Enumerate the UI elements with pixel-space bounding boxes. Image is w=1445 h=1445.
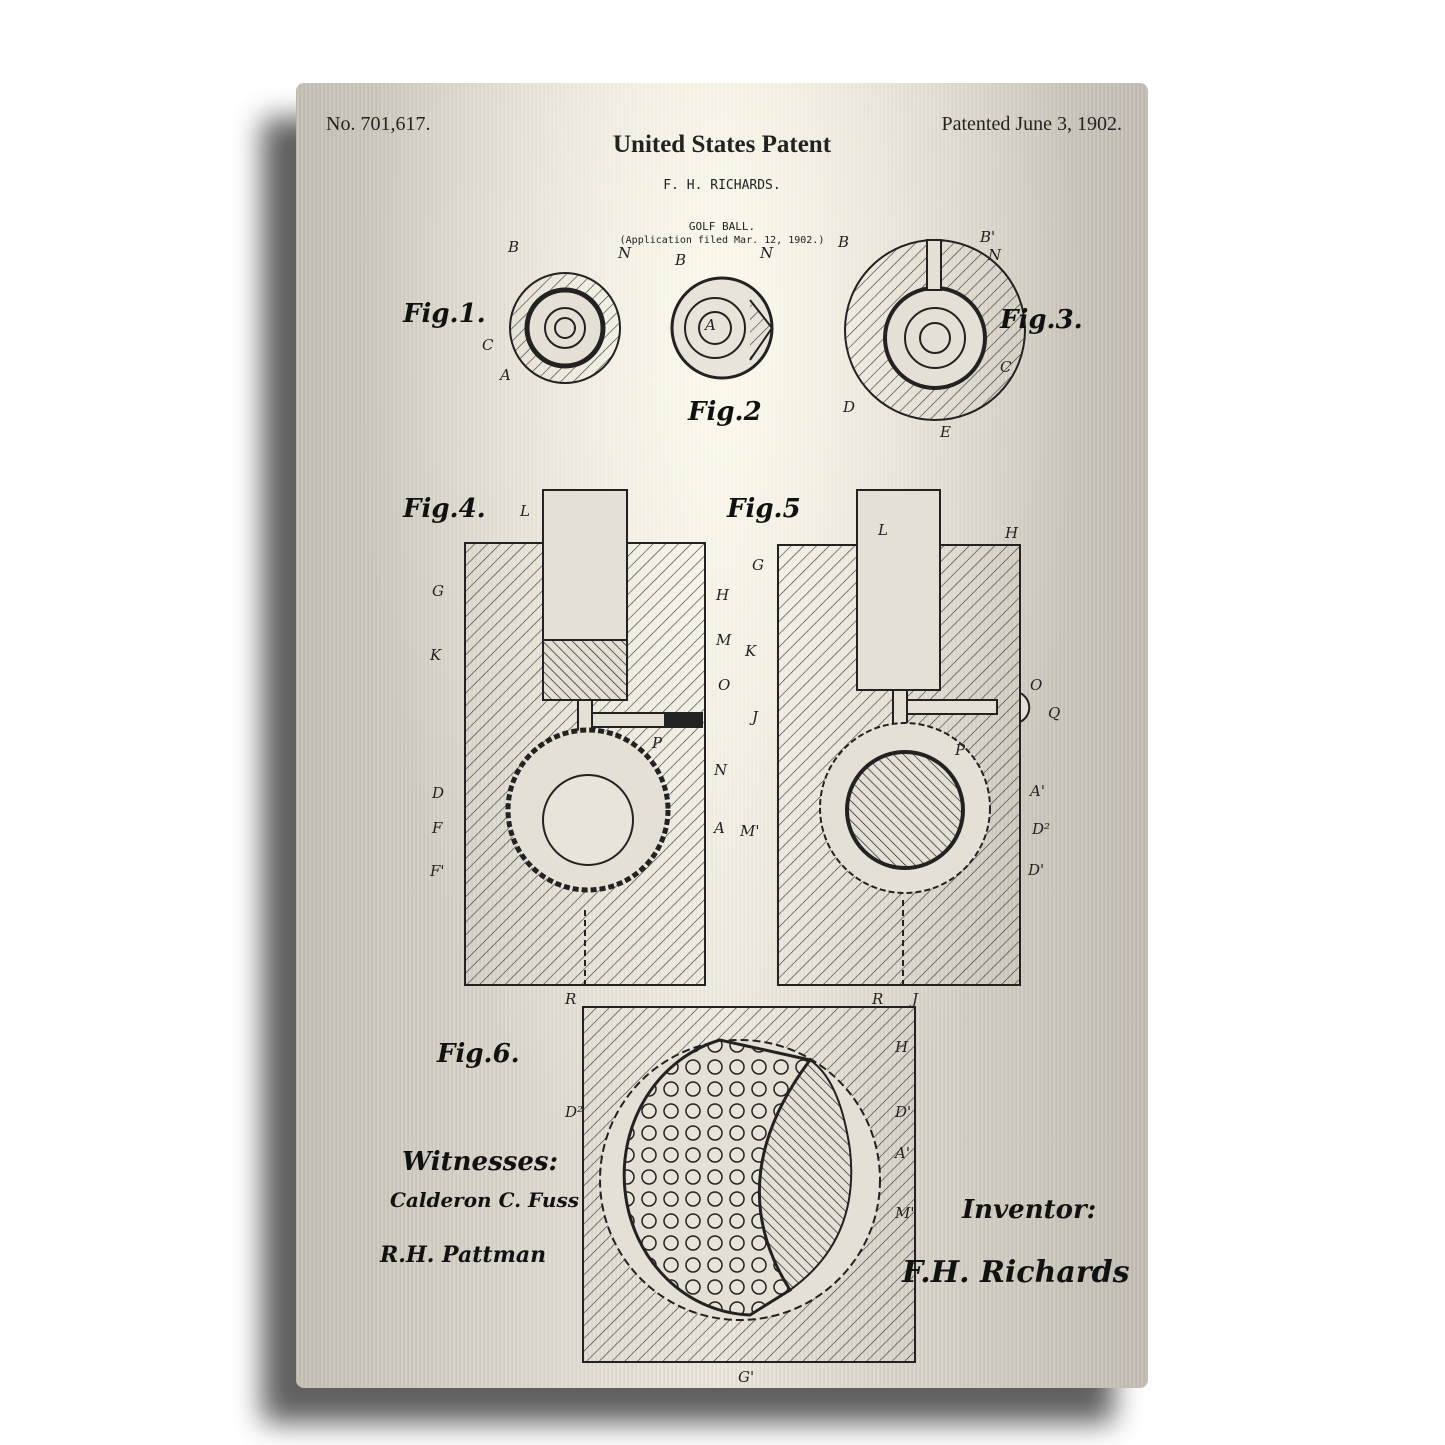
- witnesses-label: Witnesses:: [402, 1147, 558, 1177]
- ref-letter: A: [703, 316, 716, 334]
- figure-3-drawing: [844, 239, 1026, 421]
- figure-1-drawing: [509, 272, 621, 384]
- ref-letter: B': [979, 228, 995, 246]
- figure-1-label: Fig.1.: [402, 299, 486, 329]
- inventor-label: Inventor:: [961, 1195, 1096, 1225]
- ref-letter: R: [871, 990, 883, 1008]
- patent-date: Patented June 3, 1902.: [941, 113, 1122, 135]
- ref-letter: N: [713, 761, 728, 779]
- ref-letter: B: [507, 238, 519, 256]
- ref-letter: C: [482, 336, 494, 354]
- ref-letter: G: [432, 582, 444, 600]
- witness-2-signature: R.H. Pattman: [379, 1242, 546, 1268]
- ref-letter: A: [712, 819, 725, 837]
- ref-letter: A: [498, 366, 511, 384]
- invention-name: GOLF BALL.: [688, 220, 756, 233]
- ref-letter: N: [617, 244, 632, 262]
- inventor-name: F. H. RICHARDS.: [663, 178, 781, 193]
- ref-letter: J: [909, 990, 919, 1008]
- ref-letter: C: [1000, 358, 1012, 376]
- ref-letter: J: [749, 708, 759, 726]
- figure-5-label: Fig.5: [726, 494, 801, 524]
- ref-letter: K: [429, 646, 442, 664]
- figure-2-drawing: [670, 276, 774, 380]
- reference-letters: B N C A B N A B B' N C D E L G H K M O P…: [429, 228, 1060, 1386]
- inventor-signature: F.H. Richards: [901, 1255, 1130, 1290]
- ref-letter: L: [519, 502, 530, 520]
- ref-letter: M': [894, 1204, 914, 1222]
- ref-letter: H: [715, 586, 730, 604]
- ref-letter: D': [894, 1103, 911, 1121]
- ref-letter: M': [739, 822, 759, 840]
- ref-letter: D: [842, 398, 855, 416]
- ref-letter: G': [738, 1368, 754, 1386]
- ref-letter: B: [837, 233, 849, 251]
- ref-letter: E: [939, 423, 951, 441]
- ref-letter: Q: [1048, 704, 1060, 722]
- ref-letter: A': [893, 1144, 910, 1162]
- ref-letter: R: [564, 990, 576, 1008]
- ref-letter: P: [651, 734, 663, 752]
- ref-letter: D²: [1031, 820, 1050, 838]
- ref-letter: P: [954, 741, 966, 759]
- ref-letter: O: [718, 676, 730, 694]
- witness-1-signature: Calderon C. Fuss: [390, 1188, 579, 1212]
- ref-letter: K: [744, 642, 757, 660]
- figure-6-drawing: [582, 1006, 916, 1363]
- ref-letter: N: [759, 244, 774, 262]
- ref-letter: D²: [564, 1103, 583, 1121]
- ref-letter: G: [752, 556, 764, 574]
- ref-letter: D: [431, 784, 444, 802]
- ref-letter: F: [431, 819, 443, 837]
- figure-5-drawing: [777, 489, 1031, 986]
- figure-3-label: Fig.3.: [999, 305, 1083, 335]
- figure-2-label: Fig.2: [687, 397, 762, 427]
- patent-title: United States Patent: [612, 131, 832, 158]
- figure-6-label: Fig.6.: [436, 1039, 520, 1069]
- ref-letter: L: [877, 521, 888, 539]
- ref-letter: F': [429, 862, 445, 880]
- application-date: (Application filed Mar. 12, 1902.): [619, 235, 825, 246]
- ref-letter: H: [1004, 524, 1019, 542]
- ref-letter: D': [1027, 861, 1044, 879]
- figure-4-label: Fig.4.: [402, 494, 486, 524]
- ref-letter: O: [1030, 676, 1042, 694]
- ref-letter: H: [894, 1038, 909, 1056]
- ref-letter: A': [1028, 782, 1045, 800]
- figure-4-drawing: [464, 489, 706, 986]
- ref-letter: B: [674, 251, 686, 269]
- patent-number: No. 701,617.: [326, 113, 431, 135]
- ref-letter: N: [987, 246, 1002, 264]
- ref-letter: M: [715, 631, 732, 649]
